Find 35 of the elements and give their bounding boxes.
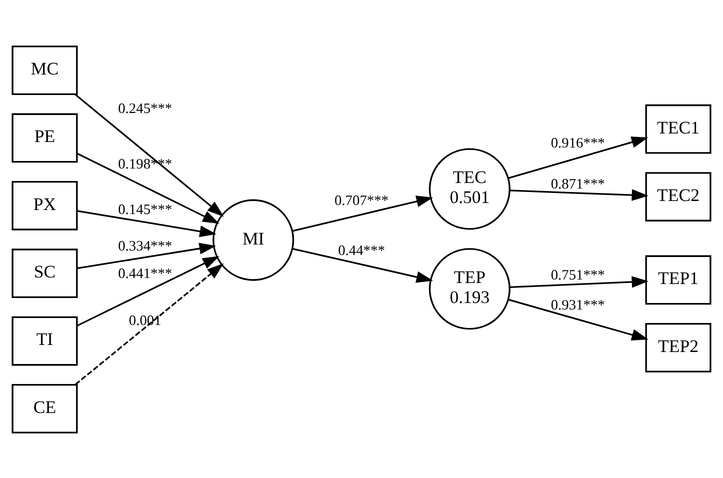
arrow [508,298,648,340]
node-box: SC [12,248,78,298]
node-box: TEP1 [645,254,712,304]
arrow [77,210,216,237]
node-box: PX [12,180,78,230]
edge-label: 0.871*** [550,176,605,192]
node-box: MC [12,45,78,94]
node-box: PE [12,112,78,162]
arrow [508,136,648,178]
node-box: TEP2 [645,322,712,372]
arrow [74,262,224,385]
edge-label: 0.441*** [118,266,172,282]
arrow [77,242,216,269]
arrow [76,152,220,224]
arrow [74,93,224,216]
edge-label: 0.707*** [334,192,389,208]
node-box: CE [12,384,78,433]
edge-label: 0.931*** [550,296,605,313]
edge-label: 0.245*** [118,100,172,116]
node-circle: TEC 0.501 [428,148,510,230]
edge-label: 0.44*** [338,242,385,258]
node-box: TEC2 [645,172,712,221]
arrow [76,256,220,326]
edge-label: 0.145*** [118,201,172,218]
node-box: TI [12,316,78,366]
node-circle: MI [212,198,294,280]
arrow [510,276,648,288]
edge-label: 0.751*** [550,266,605,283]
node-circle: TEP 0.193 [428,248,510,330]
edge-label: 0.334*** [118,238,172,254]
arrow [510,188,648,200]
arrow [292,247,434,282]
arrow [292,195,434,232]
edge-label: 0.916*** [550,134,605,151]
node-box: TEC1 [645,104,712,154]
